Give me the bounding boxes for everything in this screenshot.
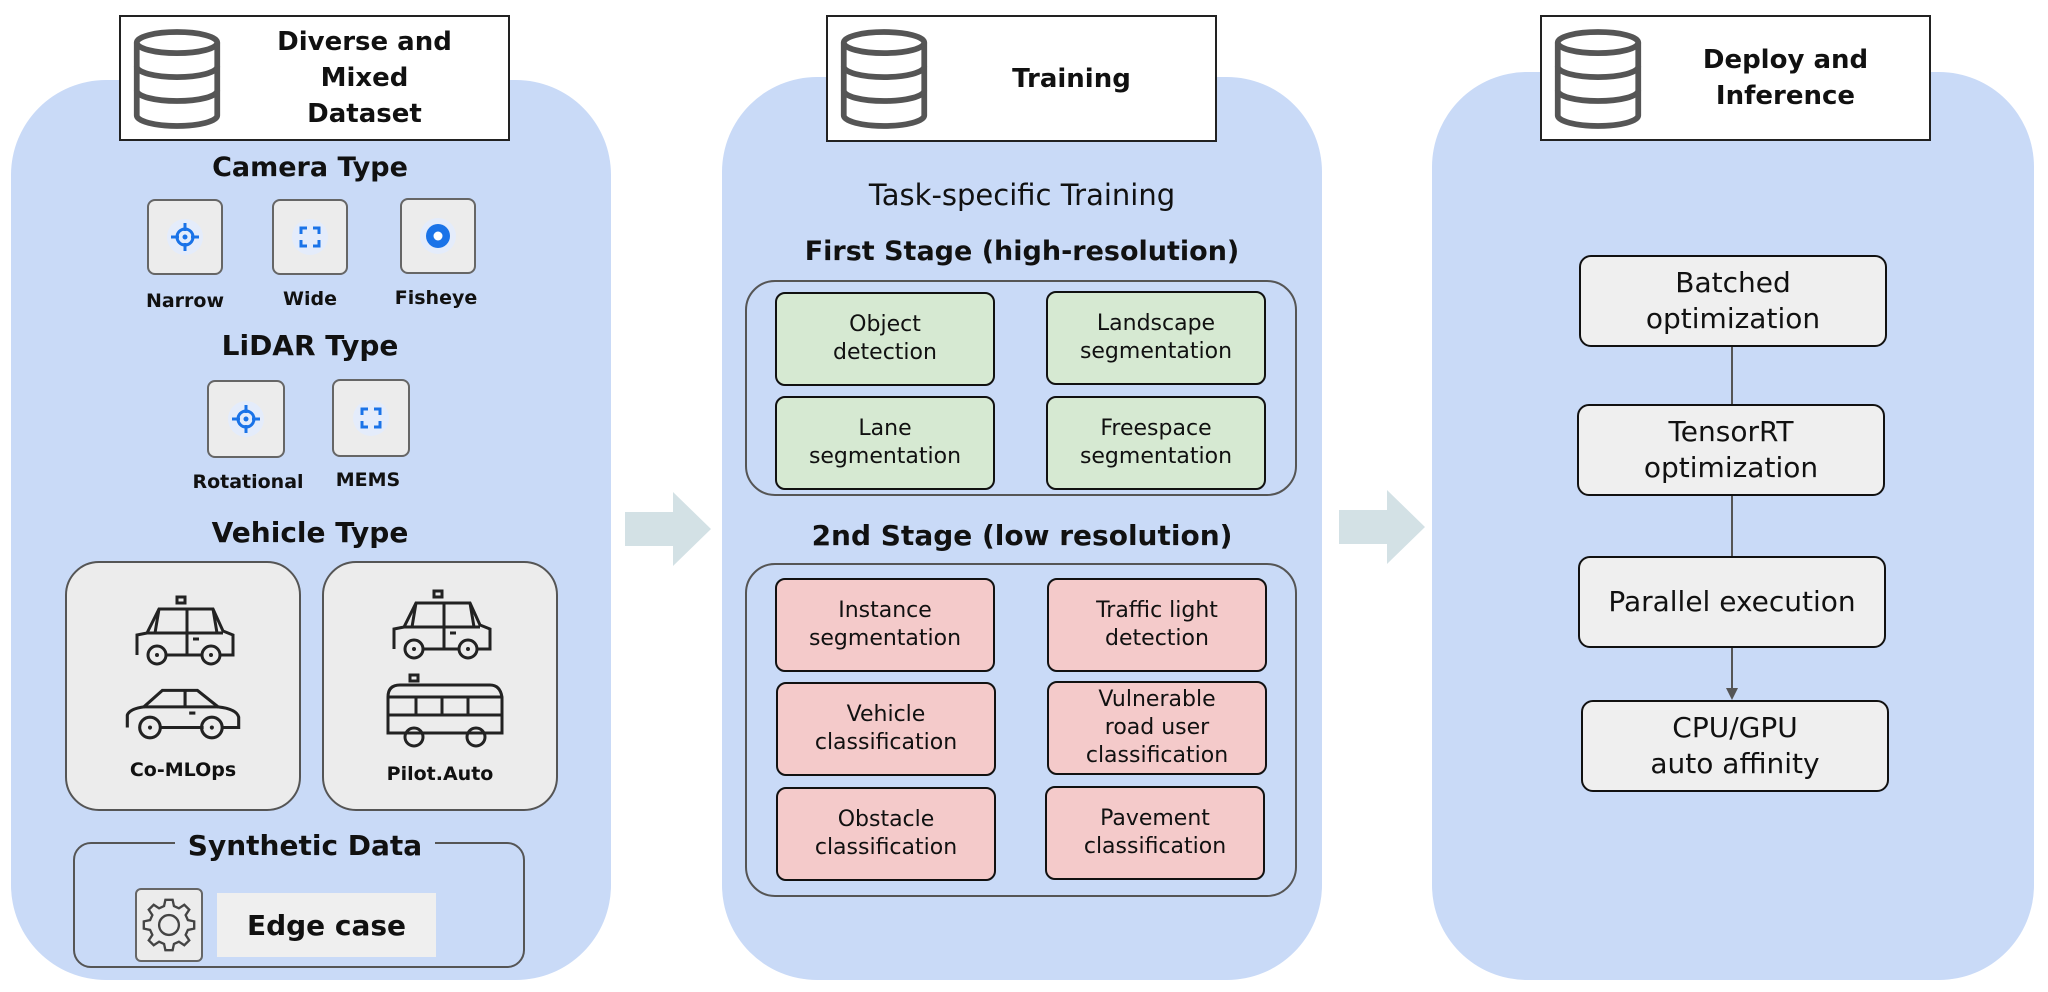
lidar-mems-card[interactable] [332,379,410,457]
dataset-title: Diverse and Mixed Dataset [277,27,452,129]
crosshair-icon [165,217,205,257]
camera-wide-card[interactable] [272,199,348,275]
camera-narrow-label: Narrow [145,290,225,312]
lidar-type-heading: LiDAR Type [221,329,399,362]
dataset-header: Diverse and Mixed Dataset [119,15,510,141]
camera-type-heading: Camera Type [212,152,408,183]
task-vehicle-classification[interactable]: Vehicle classification [776,682,996,776]
task-pavement-classification[interactable]: Pavement classification [1045,786,1265,880]
step-tensorrt-optimization[interactable]: TensorRT optimization [1577,404,1885,496]
vehicle-pilotauto-label: Pilot.Auto [386,763,494,785]
vehicle-comlops-box[interactable]: Co-MLOps [65,561,301,811]
expand-corners-icon [351,398,391,438]
deploy-header: Deploy and Inference [1540,15,1931,141]
expand-corners-icon [290,217,330,257]
camera-fisheye-card[interactable] [400,198,476,274]
taxi-icon [386,585,496,665]
taxi-icon [129,591,239,671]
synthetic-data-heading: Synthetic Data [175,829,435,862]
flow-arrow-1 [625,492,711,566]
step-batched-optimization[interactable]: Batched optimization [1579,255,1887,347]
database-icon [1552,27,1644,131]
task-freespace-segmentation[interactable]: Freespace segmentation [1046,396,1266,490]
camera-fisheye-label: Fisheye [394,287,478,309]
synthetic-gear-card[interactable] [135,888,203,962]
deploy-connectors [1726,344,1738,700]
database-icon [838,27,930,131]
edge-case-label[interactable]: Edge case [217,893,436,957]
task-vru-classification[interactable]: Vulnerable road user classification [1047,681,1267,775]
step-parallel-execution[interactable]: Parallel execution [1578,556,1886,648]
deploy-title: Deploy and Inference [1702,45,1869,111]
lidar-rotational-card[interactable] [207,380,285,458]
sedan-icon [121,678,245,744]
task-traffic-light-detection[interactable]: Traffic light detection [1047,578,1267,672]
task-object-detection[interactable]: Object detection [775,292,995,386]
lidar-rotational-label: Rotational [192,471,304,493]
gear-icon [142,898,196,952]
vehicle-comlops-label: Co-MLOps [129,759,237,781]
crosshair-icon [226,399,266,439]
camera-wide-label: Wide [283,288,337,310]
camera-narrow-card[interactable] [147,199,223,275]
bus-icon [378,673,508,753]
vehicle-type-heading: Vehicle Type [211,516,409,549]
step-cpu-gpu-affinity[interactable]: CPU/GPU auto affinity [1581,700,1889,792]
first-stage-heading: First Stage (high-resolution) [804,236,1240,267]
training-subtitle: Task-specific Training [868,178,1176,212]
task-obstacle-classification[interactable]: Obstacle classification [776,787,996,881]
task-lane-segmentation[interactable]: Lane segmentation [775,396,995,490]
task-instance-segmentation[interactable]: Instance segmentation [775,578,995,672]
flow-arrow-2 [1339,490,1425,564]
second-stage-heading: 2nd Stage (low resolution) [811,519,1233,552]
database-icon [131,27,223,131]
task-landscape-segmentation[interactable]: Landscape segmentation [1046,291,1266,385]
radio-dot-icon [418,216,458,256]
lidar-mems-label: MEMS [335,469,401,491]
training-title: Training [1012,63,1131,94]
first-stage-group [745,280,1297,496]
vehicle-pilotauto-box[interactable]: Pilot.Auto [322,561,558,811]
training-header: Training [826,15,1217,142]
second-stage-group [745,563,1297,897]
